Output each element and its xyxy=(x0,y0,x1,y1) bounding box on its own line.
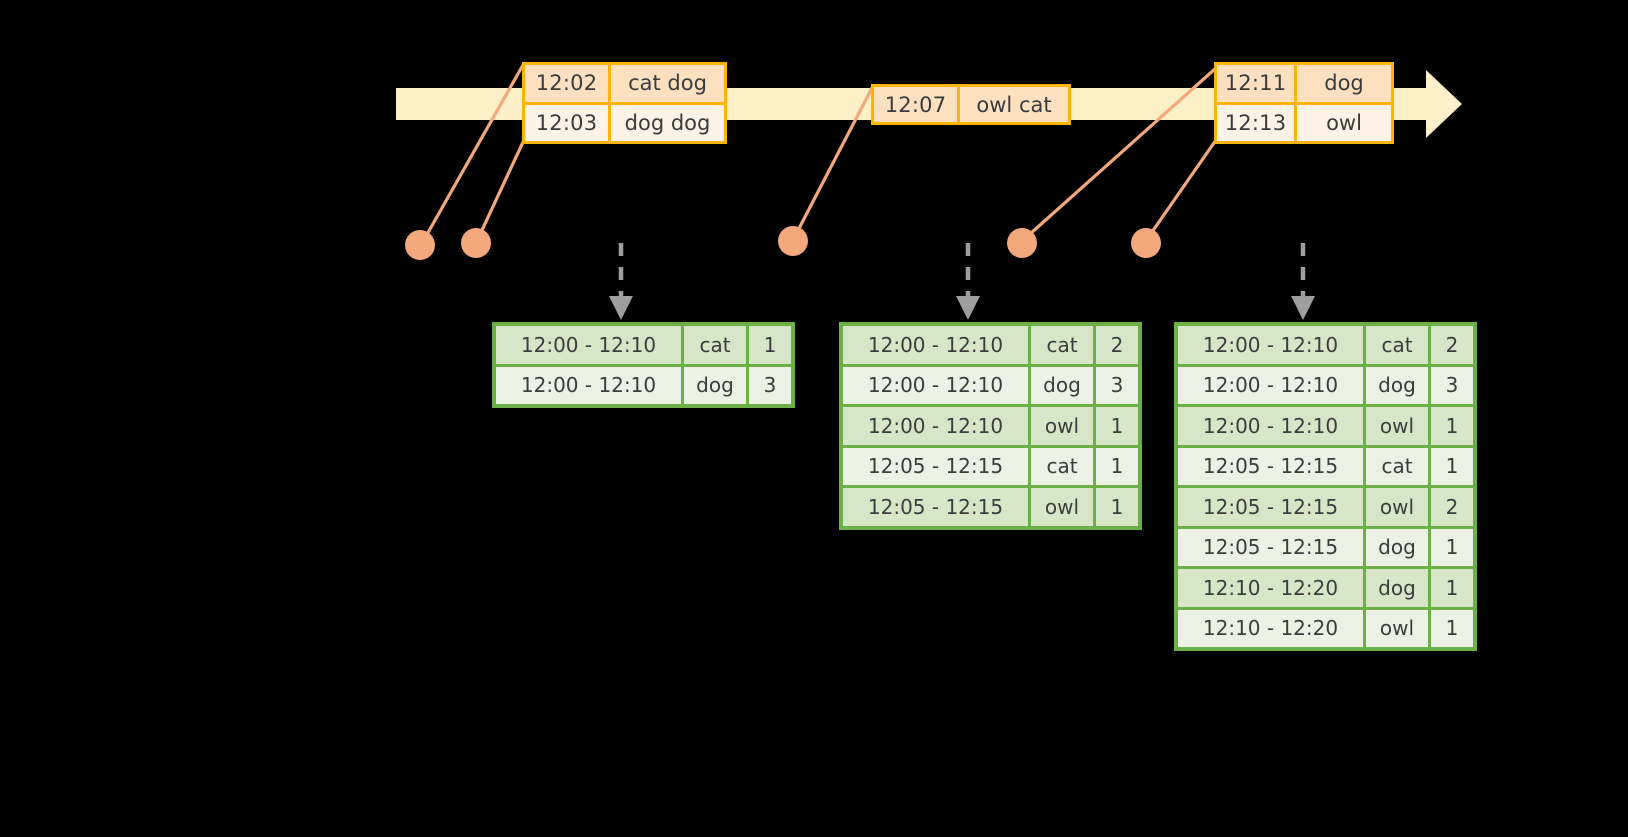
key-cell: dog xyxy=(1366,528,1428,566)
connector-5 xyxy=(1143,138,1218,244)
table-row[interactable]: 12:10 - 12:20 dog 1 xyxy=(1178,569,1473,607)
event-group-3[interactable]: 12:11 dog 12:13 owl xyxy=(1214,62,1394,144)
window-cell: 12:05 - 12:15 xyxy=(1178,488,1363,526)
count-cell: 3 xyxy=(749,366,791,404)
connector-1 xyxy=(419,63,525,247)
table-row[interactable]: 12:00 - 12:10 owl 1 xyxy=(843,407,1138,445)
result-table-2[interactable]: 12:00 - 12:10 cat 2 12:00 - 12:10 dog 3 … xyxy=(839,322,1142,530)
count-cell: 1 xyxy=(1431,569,1473,607)
key-cell: cat xyxy=(684,326,746,364)
emit-arrow-head-3 xyxy=(1291,296,1315,320)
emit-arrow-head-1 xyxy=(609,296,633,320)
event-time: 12:11 xyxy=(1217,65,1297,102)
marker-dot-4 xyxy=(1007,228,1037,258)
table-row[interactable]: 12:00 - 12:10 cat 2 xyxy=(1178,326,1473,364)
table-row[interactable]: 12:00 - 12:10 dog 3 xyxy=(843,366,1138,404)
count-cell: 1 xyxy=(1431,609,1473,647)
connector-3 xyxy=(791,84,875,242)
window-cell: 12:05 - 12:15 xyxy=(843,488,1028,526)
marker-dot-5 xyxy=(1131,228,1161,258)
count-cell: 1 xyxy=(1431,528,1473,566)
count-cell: 2 xyxy=(1431,326,1473,364)
event-row[interactable]: 12:07 owl cat xyxy=(874,87,1068,122)
emit-arrow-head-2 xyxy=(956,296,980,320)
event-group-1[interactable]: 12:02 cat dog 12:03 dog dog xyxy=(522,62,727,144)
result-table-3[interactable]: 12:00 - 12:10 cat 2 12:00 - 12:10 dog 3 … xyxy=(1174,322,1477,651)
key-cell: dog xyxy=(1366,569,1428,607)
table-row[interactable]: 12:05 - 12:15 cat 1 xyxy=(1178,447,1473,485)
marker-dot-2 xyxy=(461,228,491,258)
event-words: cat dog xyxy=(628,71,707,96)
event-words: owl cat xyxy=(976,92,1052,117)
window-cell: 12:00 - 12:10 xyxy=(1178,326,1363,364)
count-cell: 2 xyxy=(1431,488,1473,526)
key-cell: owl xyxy=(1366,407,1428,445)
count-cell: 1 xyxy=(1096,407,1138,445)
event-words: dog dog xyxy=(624,110,711,135)
key-cell: dog xyxy=(684,366,746,404)
table-row[interactable]: 12:00 - 12:10 owl 1 xyxy=(1178,407,1473,445)
key-cell: dog xyxy=(1366,366,1428,404)
count-cell: 3 xyxy=(1096,366,1138,404)
key-cell: cat xyxy=(1031,447,1093,485)
count-cell: 1 xyxy=(1431,447,1473,485)
key-cell: cat xyxy=(1031,326,1093,364)
event-group-2[interactable]: 12:07 owl cat xyxy=(871,84,1071,125)
table-row[interactable]: 12:05 - 12:15 cat 1 xyxy=(843,447,1138,485)
event-words: dog xyxy=(1324,71,1364,96)
window-cell: 12:00 - 12:10 xyxy=(1178,407,1363,445)
table-row[interactable]: 12:05 - 12:15 owl 1 xyxy=(843,488,1138,526)
window-cell: 12:00 - 12:10 xyxy=(843,326,1028,364)
event-time: 12:13 xyxy=(1217,104,1297,141)
event-time: 12:07 xyxy=(874,87,960,122)
window-cell: 12:00 - 12:10 xyxy=(843,366,1028,404)
marker-dot-3 xyxy=(778,226,808,256)
marker-dots xyxy=(405,226,1161,260)
window-cell: 12:05 - 12:15 xyxy=(1178,447,1363,485)
event-time: 12:03 xyxy=(525,104,611,141)
marker-dot-1 xyxy=(405,230,435,260)
window-cell: 12:05 - 12:15 xyxy=(843,447,1028,485)
window-cell: 12:00 - 12:10 xyxy=(496,366,681,404)
key-cell: owl xyxy=(1366,609,1428,647)
count-cell: 3 xyxy=(1431,366,1473,404)
event-row[interactable]: 12:02 cat dog xyxy=(525,65,724,102)
key-cell: owl xyxy=(1366,488,1428,526)
table-row[interactable]: 12:05 - 12:15 dog 1 xyxy=(1178,528,1473,566)
count-cell: 2 xyxy=(1096,326,1138,364)
table-row[interactable]: 12:10 - 12:20 owl 1 xyxy=(1178,609,1473,647)
table-row[interactable]: 12:00 - 12:10 cat 2 xyxy=(843,326,1138,364)
key-cell: owl xyxy=(1031,407,1093,445)
window-cell: 12:10 - 12:20 xyxy=(1178,609,1363,647)
key-cell: cat xyxy=(1366,447,1428,485)
table-row[interactable]: 12:00 - 12:10 dog 3 xyxy=(496,366,791,404)
count-cell: 1 xyxy=(749,326,791,364)
event-words: owl xyxy=(1326,110,1362,135)
table-row[interactable]: 12:00 - 12:10 dog 3 xyxy=(1178,366,1473,404)
key-cell: cat xyxy=(1366,326,1428,364)
key-cell: owl xyxy=(1031,488,1093,526)
window-cell: 12:00 - 12:10 xyxy=(1178,366,1363,404)
window-cell: 12:10 - 12:20 xyxy=(1178,569,1363,607)
event-row[interactable]: 12:13 owl xyxy=(1217,101,1391,141)
event-row[interactable]: 12:11 dog xyxy=(1217,65,1391,102)
emit-arrows xyxy=(609,243,1315,320)
count-cell: 1 xyxy=(1096,488,1138,526)
count-cell: 1 xyxy=(1096,447,1138,485)
window-cell: 12:00 - 12:10 xyxy=(843,407,1028,445)
table-row[interactable]: 12:05 - 12:15 owl 2 xyxy=(1178,488,1473,526)
window-cell: 12:05 - 12:15 xyxy=(1178,528,1363,566)
window-cell: 12:00 - 12:10 xyxy=(496,326,681,364)
event-row[interactable]: 12:03 dog dog xyxy=(525,101,724,141)
connector-2 xyxy=(474,138,526,245)
result-table-1[interactable]: 12:00 - 12:10 cat 1 12:00 - 12:10 dog 3 xyxy=(492,322,795,408)
key-cell: dog xyxy=(1031,366,1093,404)
count-cell: 1 xyxy=(1431,407,1473,445)
table-row[interactable]: 12:00 - 12:10 cat 1 xyxy=(496,326,791,364)
event-time: 12:02 xyxy=(525,65,611,102)
